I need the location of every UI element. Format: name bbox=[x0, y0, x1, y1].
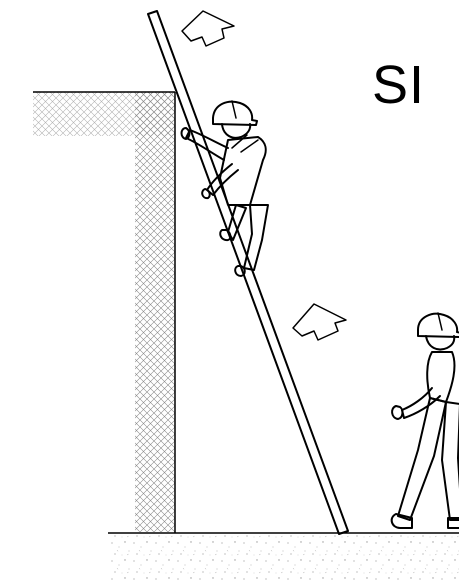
verdict-label: SI bbox=[372, 58, 425, 112]
ladder bbox=[148, 11, 348, 534]
ground bbox=[108, 533, 459, 581]
climbing-worker bbox=[182, 101, 269, 276]
standing-worker bbox=[392, 313, 459, 528]
wall bbox=[33, 92, 175, 533]
up-arrow-icon bbox=[293, 304, 346, 340]
up-arrow-icon bbox=[182, 11, 234, 46]
